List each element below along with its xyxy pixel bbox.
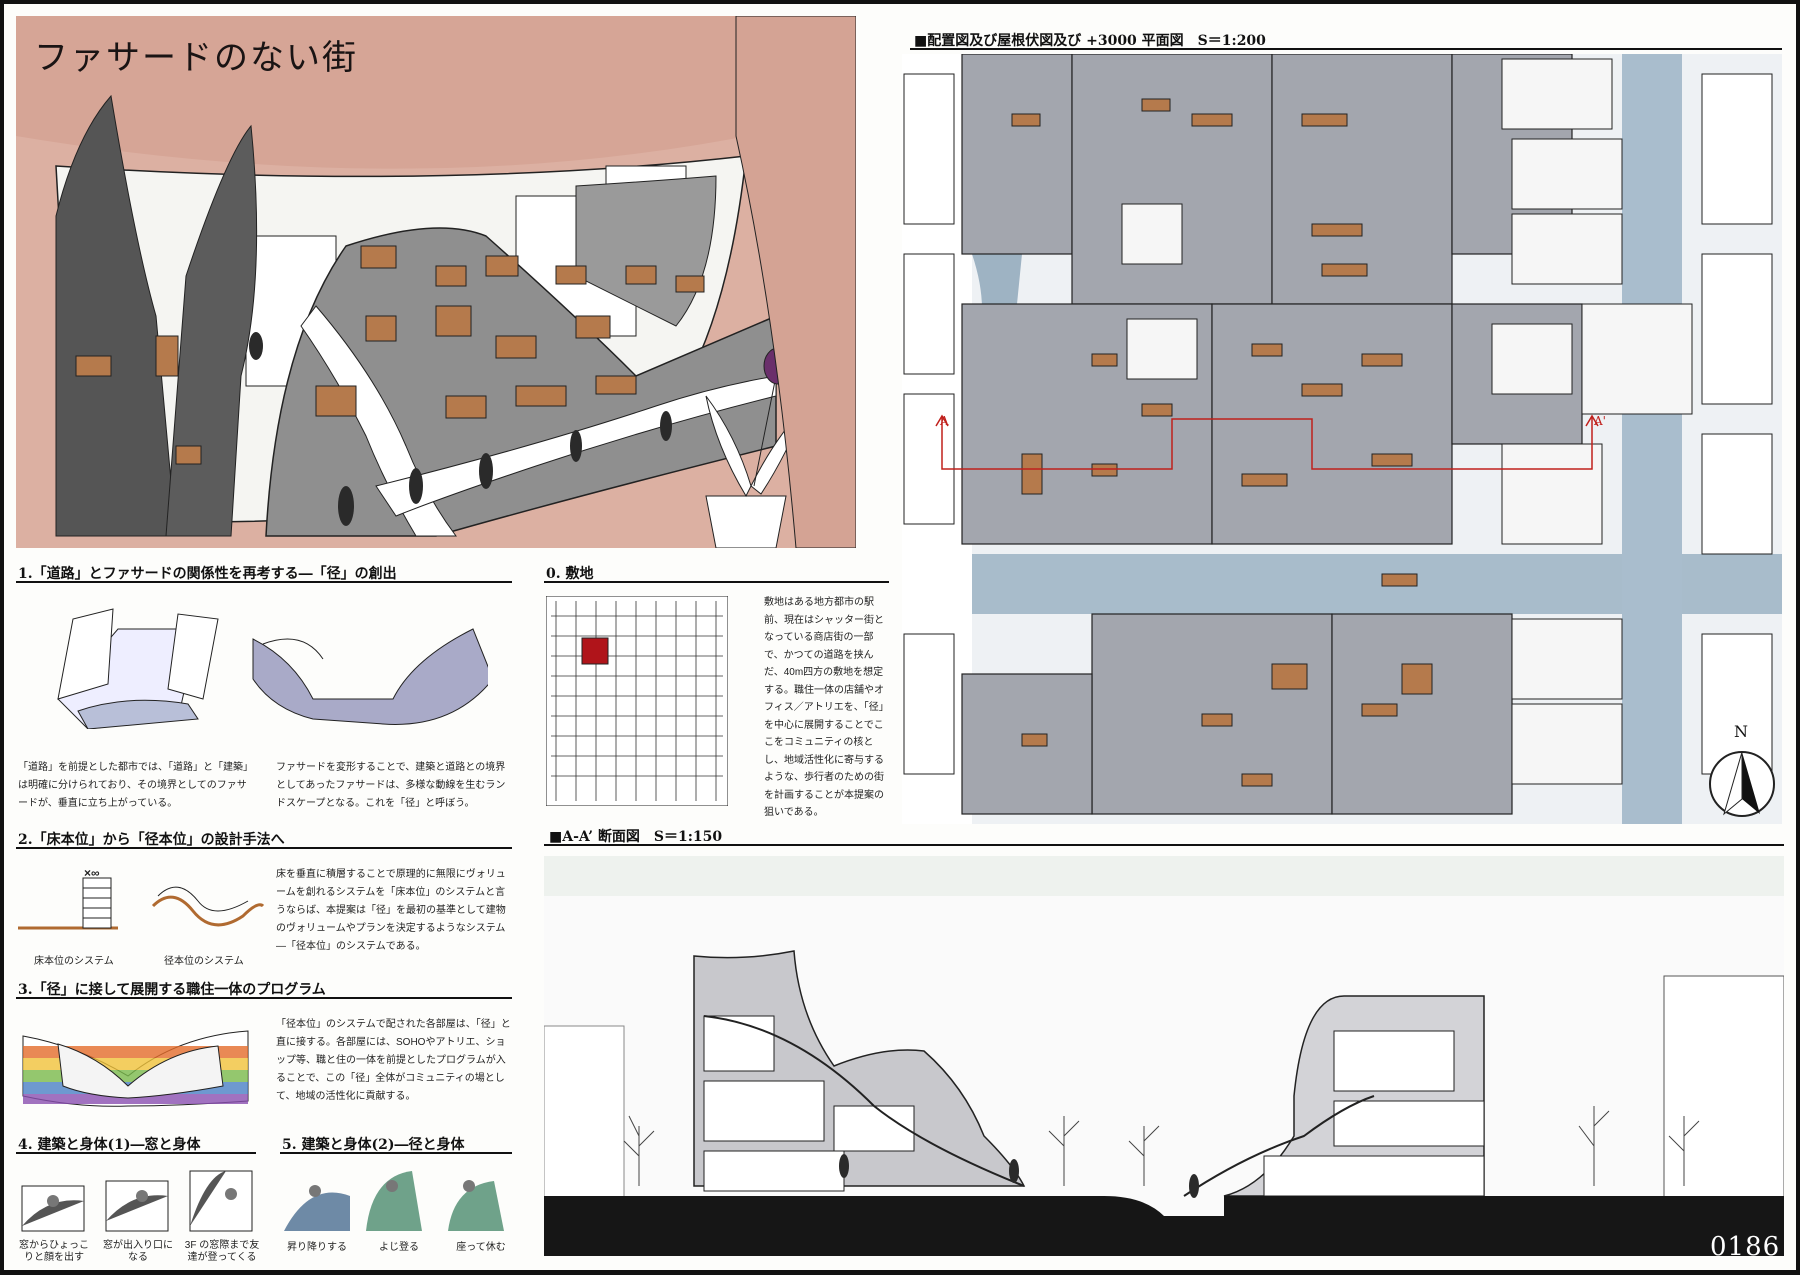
section5-caption-3: 座って休む <box>456 1242 506 1253</box>
plan-rule <box>910 48 1782 50</box>
section-drawing-rule <box>544 844 1784 846</box>
section5-caption-1: 昇り降りする <box>287 1242 347 1253</box>
north-label: N <box>1734 722 1748 741</box>
perspective-drawing <box>16 16 856 548</box>
plan-heading: ■配置図及び屋根伏図及び +3000 平面図 S＝1:200 <box>914 33 1266 49</box>
section5-heading: 5. 建築と身体(2)―径と身体 <box>282 1137 465 1153</box>
site-marker <box>581 637 609 665</box>
floor-system-diagram <box>18 877 118 930</box>
north-arrow <box>1709 751 1775 817</box>
section5-caption-2: よじ登る <box>379 1242 419 1253</box>
section1-diagrams <box>57 608 488 729</box>
section4-caption-2: 窓が出入り口になる <box>103 1240 173 1263</box>
section4-caption-1: 窓からひょっこりと顔を出す <box>19 1240 89 1263</box>
path-system-caption: 径本位のシステム <box>164 956 244 967</box>
deformed-facade-diagram <box>252 628 488 725</box>
hero-perspective: ファサードのない街 <box>16 16 856 548</box>
path-body-sketches <box>284 1171 504 1231</box>
section0-text: 敷地はある地方都市の駅前、現在はシャッター街となっている商店街の一部で、かつての… <box>764 597 889 818</box>
section5-rule <box>280 1152 512 1154</box>
section2-diagrams <box>18 877 265 930</box>
section1-caption-left: 「道路」を前提とした都市では、「道路」と「建築」は明確に分けられており、その境界… <box>18 762 253 809</box>
section4-rule <box>16 1152 256 1154</box>
section3-heading: 3.「径」に接して展開する職住一体のプログラム <box>18 982 326 998</box>
site-map <box>546 596 728 806</box>
section1-caption-right: ファサードを変形することで、建築と道路との境界としてあったファサードは、多様な動… <box>276 762 506 809</box>
section-drawing <box>544 856 1784 1256</box>
presentation-board: ファサードのない街 1.「道路」とファサードの関係性を再考する―「径」の創出 「… <box>4 4 1796 1270</box>
section2-text: 床を垂直に積層することで原理的に無限にヴォリュームを創れるシステムを「床本位」の… <box>276 869 506 952</box>
infinity-label: ×∞ <box>84 866 100 880</box>
section0-heading: 0. 敷地 <box>546 566 594 582</box>
floor-system-caption: 床本位のシステム <box>34 956 114 967</box>
section2-rule <box>16 847 512 849</box>
program-diagram <box>22 1030 249 1107</box>
section-mark-a: A <box>940 414 949 428</box>
section-mark-a-prime: A' <box>1594 414 1606 428</box>
section0-rule <box>544 581 889 583</box>
sheet-number: 0186 <box>1710 1232 1781 1262</box>
section1-heading: 1.「道路」とファサードの関係性を再考する―「径」の創出 <box>18 566 397 582</box>
section3-rule <box>16 997 512 999</box>
section2-heading: 2.「床本位」から「径本位」の設計手法へ <box>18 832 285 848</box>
section4-heading: 4. 建築と身体(1)―窓と身体 <box>18 1137 201 1153</box>
window-body-sketches <box>21 1170 253 1232</box>
section4-caption-3: 3F の窓際まで友達が登ってくる <box>184 1240 260 1263</box>
section1-rule <box>16 581 512 583</box>
page-title: ファサードのない街 <box>34 38 358 78</box>
site-plan <box>902 54 1782 824</box>
path-system-diagram <box>151 886 265 927</box>
section3-text: 「径本位」のシステムで配された各部屋は、「径」と直に接する。各部屋には、SOHO… <box>276 1019 511 1102</box>
road-facade-diagram <box>57 608 219 729</box>
section-drawing-heading: ■A-A’ 断面図 S＝1:150 <box>549 829 723 845</box>
